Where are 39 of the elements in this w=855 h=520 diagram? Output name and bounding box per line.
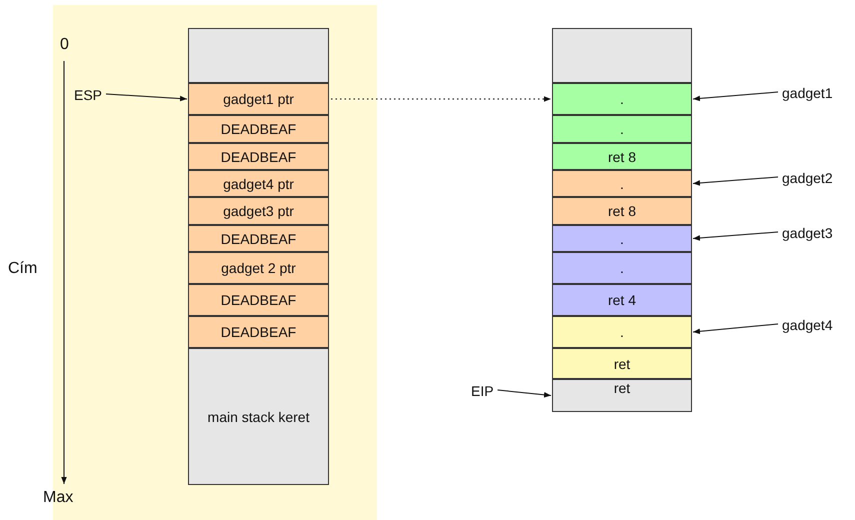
memory-cell bbox=[188, 28, 329, 83]
memory-cell: gadget1 ptr bbox=[188, 83, 329, 115]
memory-cell: gadget3 ptr bbox=[188, 197, 329, 225]
pointer-label: gadget2 bbox=[782, 167, 833, 189]
pointer-label: gadget3 bbox=[782, 222, 833, 244]
arrow bbox=[330, 96, 552, 102]
memory-cell: DEADBEAF bbox=[188, 143, 329, 170]
memory-cell: DEADBEAF bbox=[188, 316, 329, 348]
memory-cell: gadget4 ptr bbox=[188, 170, 329, 197]
arrow bbox=[106, 94, 188, 102]
memory-cell: ret 8 bbox=[552, 197, 692, 225]
axis-title: Cím bbox=[8, 260, 38, 278]
memory-cell bbox=[552, 28, 692, 83]
memory-cell: gadget 2 ptr bbox=[188, 252, 329, 284]
memory-cell: ret 8 bbox=[552, 143, 692, 170]
memory-cell: DEADBEAF bbox=[188, 284, 329, 316]
memory-cell: DEADBEAF bbox=[188, 225, 329, 252]
axis-end-label: 0 bbox=[60, 36, 69, 54]
pointer-label: EIP bbox=[471, 380, 494, 402]
memory-cell: . bbox=[552, 316, 692, 348]
memory-cell: ret 4 bbox=[552, 284, 692, 316]
pointer-label: gadget4 bbox=[782, 314, 833, 336]
pointer-label: ESP bbox=[74, 84, 102, 106]
memory-cell: . bbox=[552, 252, 692, 284]
memory-cell: ret bbox=[552, 348, 692, 379]
memory-cell: main stack keret bbox=[188, 348, 329, 485]
memory-cell: ret bbox=[552, 379, 692, 412]
memory-cell: DEADBEAF bbox=[188, 115, 329, 143]
arrow bbox=[692, 176, 778, 186]
arrow bbox=[497, 390, 552, 398]
memory-cell: . bbox=[552, 115, 692, 143]
arrow bbox=[692, 232, 778, 241]
arrow bbox=[692, 92, 778, 102]
pointer-label: gadget1 bbox=[782, 82, 833, 104]
memory-cell: . bbox=[552, 170, 692, 197]
arrow bbox=[692, 324, 778, 334]
axis-end-label: Max bbox=[43, 489, 74, 507]
memory-cell: . bbox=[552, 225, 692, 252]
memory-cell: . bbox=[552, 83, 692, 115]
